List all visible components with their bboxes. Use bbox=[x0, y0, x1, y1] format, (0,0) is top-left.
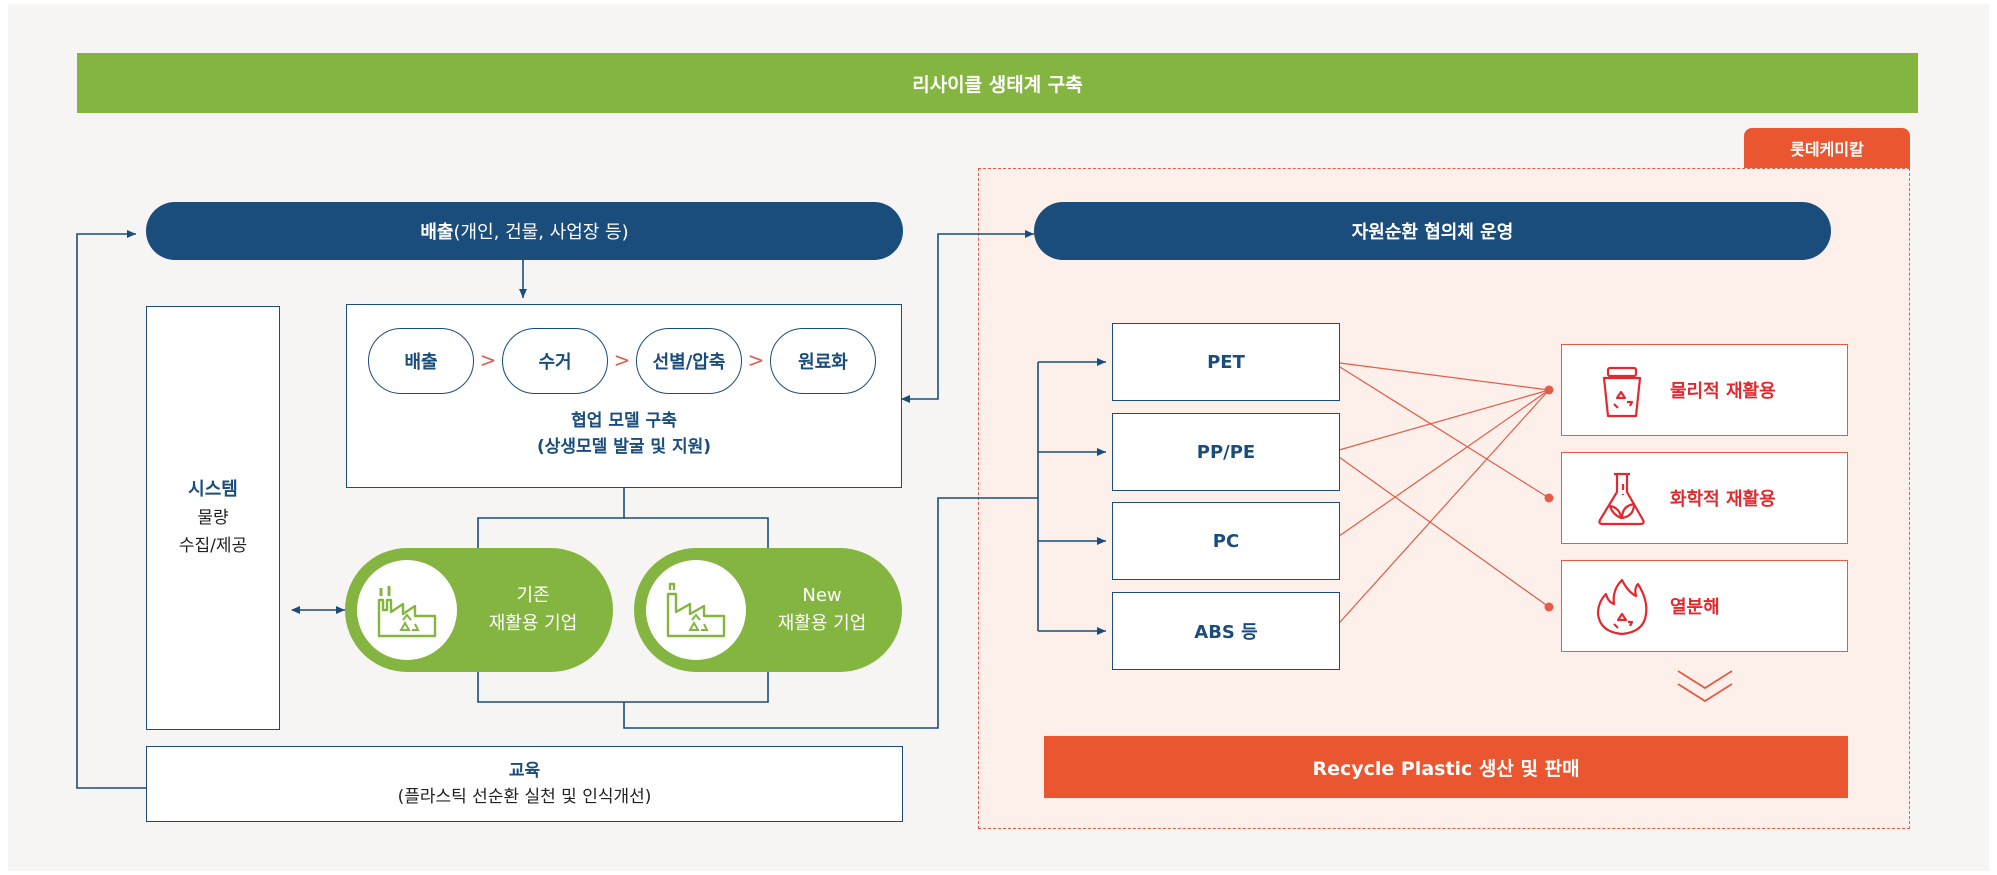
step-pill-emission: 배출 bbox=[368, 328, 474, 394]
step-pill-sorting: 선별/압축 bbox=[636, 328, 742, 394]
chemical-recycling-box: 화학적 재활용 bbox=[1561, 452, 1848, 544]
banner-title: 리사이클 생태계 구축 bbox=[77, 53, 1918, 113]
existing-recycler-line1: 기존 bbox=[516, 585, 550, 606]
new-recycler-line1: New bbox=[802, 585, 842, 606]
recycle-plastic-bar: Recycle Plastic 생산 및 판매 bbox=[1044, 736, 1848, 798]
education-box: 교육 (플라스틱 선순환 실천 및 인식개선) bbox=[146, 746, 903, 822]
chemical-recycling-label: 화학적 재활용 bbox=[1670, 489, 1776, 510]
chevron-right-icon: > bbox=[479, 348, 497, 372]
plastic-pppe-box: PP/PE bbox=[1112, 413, 1340, 491]
collab-title: 협업 모델 구축 bbox=[571, 411, 677, 431]
step-pill-collection: 수거 bbox=[502, 328, 608, 394]
existing-recycler-label: 기존 재활용 기업 bbox=[463, 548, 603, 672]
system-line-collect: 수집/제공 bbox=[178, 536, 248, 556]
step-pill-raw-material: 원료화 bbox=[770, 328, 876, 394]
emission-label-rest: (개인, 건물, 사업장 등) bbox=[453, 222, 629, 243]
factory-recycle-icon bbox=[357, 560, 457, 660]
emission-pill: 배출(개인, 건물, 사업장 등) bbox=[146, 202, 903, 260]
plastic-pet-box: PET bbox=[1112, 323, 1340, 401]
collab-subtitle: (상생모델 발굴 및 지원) bbox=[536, 437, 712, 457]
flame-recycle-icon bbox=[1590, 574, 1654, 638]
new-recycler-label: New 재활용 기업 bbox=[752, 548, 892, 672]
emission-label-bold: 배출 bbox=[420, 222, 454, 243]
pyrolysis-box: 열분해 bbox=[1561, 560, 1848, 652]
council-pill: 자원순환 협의체 운영 bbox=[1034, 202, 1831, 260]
system-title: 시스템 bbox=[188, 479, 238, 500]
education-subtitle: (플라스틱 선순환 실천 및 인식개선) bbox=[397, 787, 652, 807]
existing-recycler-pill: 기존 재활용 기업 bbox=[345, 548, 613, 672]
system-box: 시스템 물량 수집/제공 bbox=[146, 306, 280, 730]
plastic-pc-box: PC bbox=[1112, 502, 1340, 580]
recycle-bin-icon bbox=[1590, 358, 1654, 422]
flask-leaf-icon bbox=[1590, 466, 1654, 530]
chevron-right-icon: > bbox=[613, 348, 631, 372]
education-title: 교육 bbox=[508, 761, 541, 781]
lotte-chemical-tab: 롯데케미칼 bbox=[1744, 128, 1910, 168]
existing-recycler-line2: 재활용 기업 bbox=[488, 613, 578, 634]
physical-recycling-label: 물리적 재활용 bbox=[1670, 381, 1776, 402]
chevron-right-icon: > bbox=[747, 348, 765, 372]
pyrolysis-label: 열분해 bbox=[1670, 597, 1720, 618]
system-line-volume: 물량 bbox=[197, 508, 229, 528]
physical-recycling-box: 물리적 재활용 bbox=[1561, 344, 1848, 436]
new-recycler-pill: New 재활용 기업 bbox=[634, 548, 902, 672]
factory-recycle-icon bbox=[646, 560, 746, 660]
double-chevron-down-icon bbox=[1677, 670, 1733, 703]
new-recycler-line2: 재활용 기업 bbox=[777, 613, 867, 634]
plastic-abs-box: ABS 등 bbox=[1112, 592, 1340, 670]
diagram-canvas: 리사이클 생태계 구축 롯데케미칼 bbox=[8, 4, 1989, 871]
